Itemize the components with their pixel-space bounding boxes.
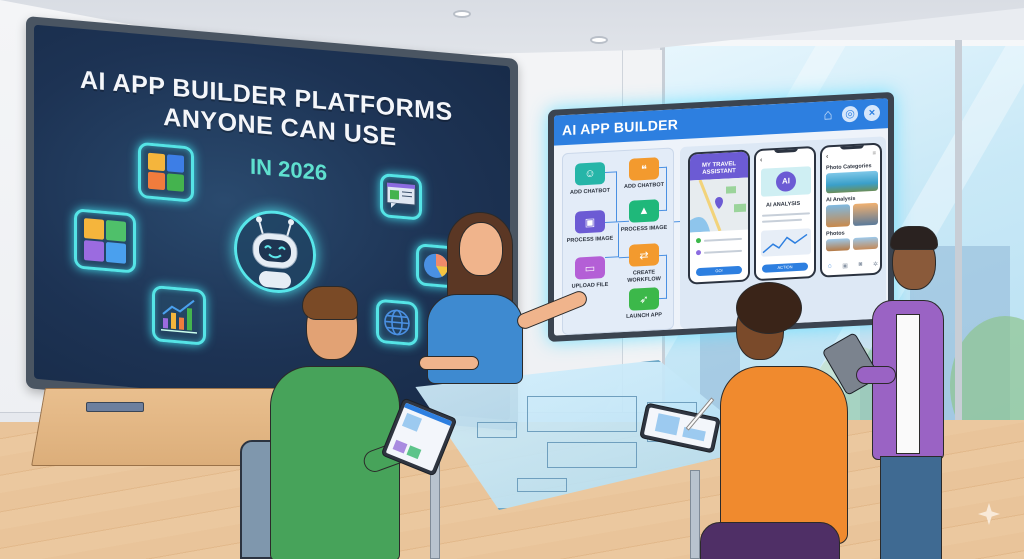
white-tshirt xyxy=(896,314,920,454)
ceiling-light xyxy=(453,10,471,18)
person-presenting-woman xyxy=(415,206,590,386)
back-icon[interactable]: ‹ xyxy=(826,153,829,161)
jeans xyxy=(880,456,942,559)
home-icon[interactable]: ⌂ xyxy=(823,106,833,124)
app-builder-display: AI APP BUILDER ⌂ ◎ × ☺ ADD CHATBOT ▣ PRO… xyxy=(548,91,894,342)
arm xyxy=(419,356,479,370)
map-view xyxy=(690,177,748,233)
check-icon xyxy=(696,237,701,244)
orange-shirt xyxy=(720,366,848,544)
head xyxy=(459,222,503,276)
menu-icon[interactable]: ≡ xyxy=(872,150,876,157)
connector xyxy=(619,256,629,259)
section-title: AI Analysis xyxy=(826,195,856,204)
wireframe-box xyxy=(547,442,637,468)
phone-header: MY TRAVEL ASSISTANT xyxy=(690,151,748,181)
wireframe-box xyxy=(517,478,567,492)
chat-icon[interactable]: ☺ xyxy=(575,162,605,186)
app-title: AI APP BUILDER xyxy=(562,116,679,139)
window-frame xyxy=(955,40,962,440)
workflow-step-label: LAUNCH APP xyxy=(626,312,662,320)
photo-thumbnail[interactable] xyxy=(826,238,850,252)
arm-raised xyxy=(514,288,590,332)
puzzle-icon xyxy=(138,141,194,203)
text-line xyxy=(704,249,742,254)
pants xyxy=(700,522,840,559)
connector xyxy=(659,166,667,212)
connector xyxy=(605,171,617,223)
puzzle-large-icon xyxy=(74,208,136,274)
wall-display: AI APP BUILDER PLATFORMS ANYONE CAN USE … xyxy=(26,16,518,432)
person-standing-purple xyxy=(821,226,970,559)
wall-display-screen: AI APP BUILDER PLATFORMS ANYONE CAN USE … xyxy=(34,24,510,421)
curly-hair xyxy=(736,282,802,334)
person-seated-green xyxy=(262,280,462,559)
text-line xyxy=(762,212,810,217)
workflow-step-label: PROCESS IMAGE xyxy=(620,224,668,234)
app-builder-window: AI APP BUILDER ⌂ ◎ × ☺ ADD CHATBOT ▣ PRO… xyxy=(554,98,888,336)
phone-heading: AI ANALYSIS xyxy=(766,200,801,209)
wireframe-box xyxy=(477,422,517,438)
phone-ai-analysis: ‹ AI AI ANALYSIS ACTION xyxy=(754,145,816,282)
back-icon[interactable]: ‹ xyxy=(760,156,763,164)
close-icon[interactable]: × xyxy=(864,104,880,122)
swap-arrows-icon[interactable]: ⇄ xyxy=(629,243,659,267)
pie-chart-icon xyxy=(416,243,456,289)
headline-year: IN 2026 xyxy=(250,153,328,186)
go-button[interactable]: GO! xyxy=(696,265,742,277)
section-title: Photos xyxy=(826,230,845,238)
connector xyxy=(659,254,667,300)
globe-icon xyxy=(376,298,418,347)
text-line xyxy=(762,218,802,223)
person-seated-orange xyxy=(639,282,860,559)
bar-chart-icon xyxy=(152,285,206,346)
app-preview-panel: MY TRAVEL ASSISTANT GO! ‹ AI xyxy=(680,136,886,330)
check-icon xyxy=(696,249,701,256)
book xyxy=(86,402,144,412)
ai-circuit-image: AI xyxy=(761,166,811,197)
settings-icon[interactable]: ◎ xyxy=(842,105,858,123)
ai-badge: AI xyxy=(776,171,796,193)
section-title: Photo Categories xyxy=(826,163,872,172)
ceiling-light xyxy=(590,36,608,44)
hair xyxy=(890,226,938,250)
photo-thumbnail[interactable] xyxy=(826,170,878,194)
gallery-icon[interactable]: ▣ xyxy=(842,263,848,270)
chat-window-icon xyxy=(380,172,422,221)
chat-bubbles-icon[interactable]: ❝ xyxy=(629,157,659,181)
line-chart xyxy=(761,228,811,257)
rocket-icon[interactable]: ➶ xyxy=(629,287,659,311)
photo-thumbnail[interactable] xyxy=(853,202,878,227)
photo-thumbnail[interactable] xyxy=(826,204,850,228)
robot-icon xyxy=(234,207,316,297)
hair xyxy=(302,286,358,320)
arm xyxy=(856,366,896,384)
phone-travel-assistant: MY TRAVEL ASSISTANT GO! xyxy=(688,149,750,285)
action-button[interactable]: ACTION xyxy=(762,262,808,273)
connector xyxy=(605,223,619,259)
home-icon[interactable]: ⌂ xyxy=(828,263,832,270)
image-icon[interactable]: ▲ xyxy=(629,199,659,223)
wireframe-box xyxy=(527,396,637,432)
text-line xyxy=(704,237,742,242)
